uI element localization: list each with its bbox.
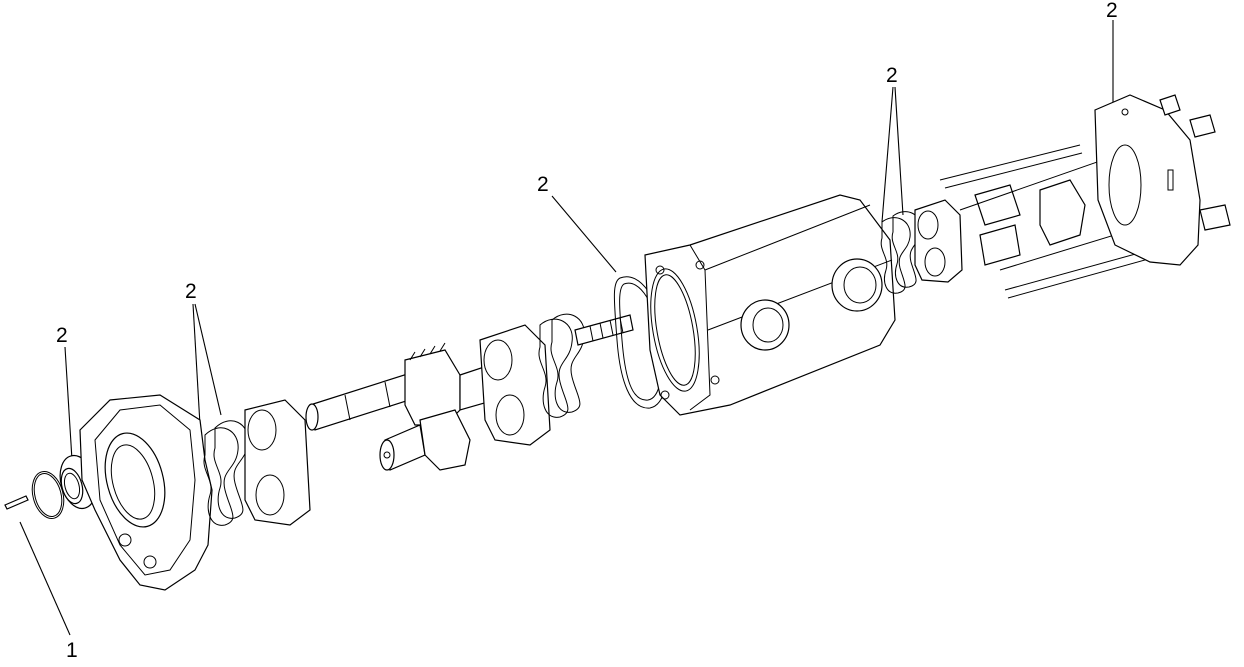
- driven-gear: [379, 409, 471, 471]
- callout-2-gasket: 2: [537, 173, 549, 196]
- splined-shaft: [574, 314, 634, 346]
- callout-2-rear-rings: 2: [886, 64, 898, 87]
- rear-gear-section: [914, 139, 1181, 299]
- leader-lines: [19, 20, 1114, 636]
- rear-cover: [1094, 94, 1231, 266]
- pump-housing: [644, 194, 896, 416]
- rear-bushing-block: [479, 324, 551, 446]
- key-pin: [4, 495, 29, 510]
- front-bushing-block: [244, 399, 311, 526]
- front-flange-cover: [79, 394, 213, 591]
- callout-2-front-rings: 2: [185, 280, 197, 303]
- callout-2-seal: 2: [56, 324, 68, 347]
- callout-2-cover-ring: 2: [1106, 0, 1118, 22]
- callout-1: 1: [66, 639, 78, 662]
